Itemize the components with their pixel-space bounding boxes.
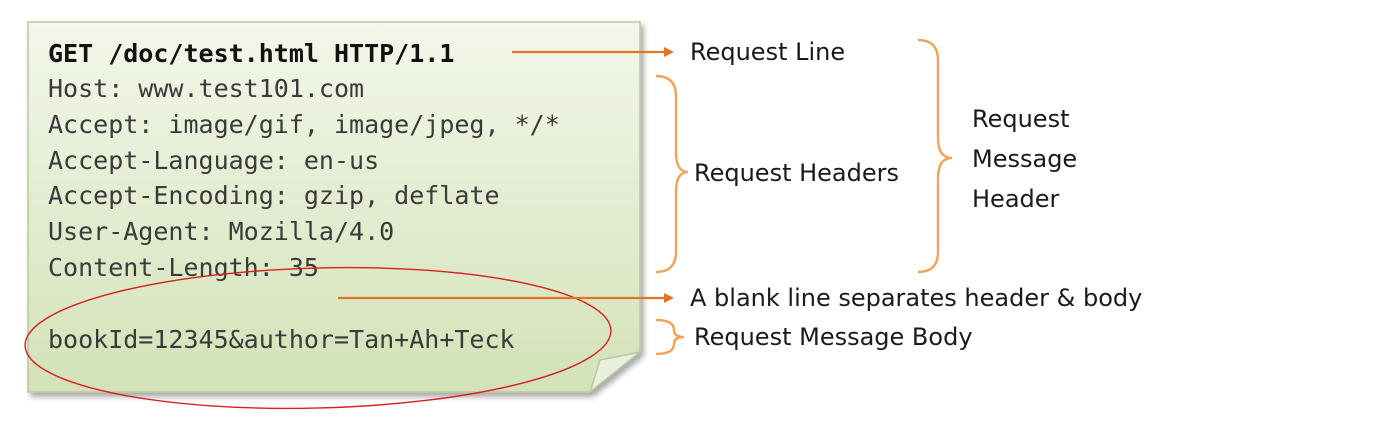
header-host: Host: www.test101.com: [48, 74, 364, 103]
label-request-line: Request Line: [690, 38, 845, 66]
label-message-header-line1: Request: [972, 105, 1070, 133]
header-content-length: Content-Length: 35: [48, 253, 319, 282]
request-line-text: GET /doc/test.html HTTP/1.1: [48, 39, 454, 68]
header-accept-language: Accept-Language: en-us: [48, 146, 379, 175]
label-blank-line: A blank line separates header & body: [690, 284, 1142, 312]
message-body-brace: [655, 318, 685, 356]
header-accept-encoding: Accept-Encoding: gzip, deflate: [48, 181, 500, 210]
label-message-body: Request Message Body: [694, 323, 973, 351]
label-request-headers: Request Headers: [694, 159, 899, 187]
header-accept: Accept: image/gif, image/jpeg, */*: [48, 110, 560, 139]
request-headers-brace: [655, 74, 689, 274]
label-message-header-line2: Message: [972, 145, 1077, 173]
message-header-brace: [917, 38, 953, 274]
header-user-agent: User-Agent: Mozilla/4.0: [48, 217, 394, 246]
body-highlight-ellipse: [24, 266, 612, 410]
note-folded-corner: [588, 351, 641, 395]
label-message-header-line3: Header: [972, 185, 1060, 213]
request-body-text: bookId=12345&author=Tan+Ah+Teck: [48, 325, 515, 354]
